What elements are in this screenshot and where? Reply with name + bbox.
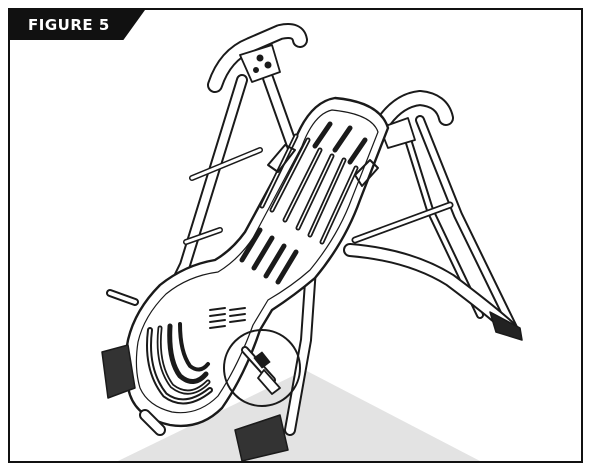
bottom-foot-rest: [101, 344, 289, 461]
figure-label-text: FIGURE 5: [28, 16, 110, 34]
center-slot-grid: [209, 307, 246, 329]
head-rest-arcs: [146, 322, 213, 405]
board-handle-cutouts: [267, 144, 379, 187]
callout-circle: [223, 329, 301, 407]
figure-frame: FIGURE 5: [8, 8, 583, 463]
rear-frame-leg: [401, 115, 520, 337]
diagonal-brace: [351, 201, 454, 244]
inversion-table-illustration: [101, 23, 523, 461]
floor-shadow: [118, 370, 480, 461]
side-brace-left: [183, 147, 263, 245]
adjustment-knob: [241, 346, 281, 395]
front-handlebar: [207, 23, 308, 93]
rear-handlebar: [377, 90, 454, 149]
pivot-pin: [106, 289, 139, 306]
figure-label: FIGURE 5: [10, 10, 145, 40]
rear-stabilizer-bar: [343, 243, 523, 341]
